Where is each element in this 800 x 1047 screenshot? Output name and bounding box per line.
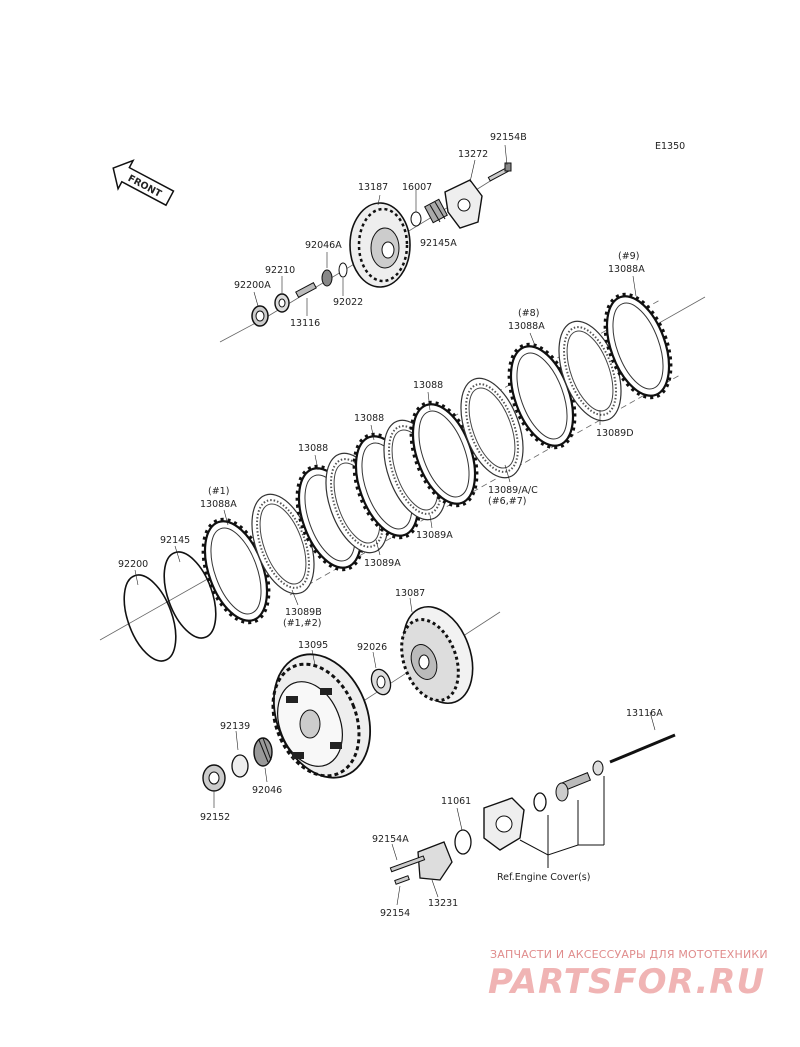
label-92152: 92152 xyxy=(200,812,230,823)
bearing-92139 xyxy=(231,754,249,778)
clutch-hub-13087 xyxy=(364,605,501,705)
label-92046: 92046 xyxy=(252,785,282,796)
label-13095: 13095 xyxy=(298,640,328,651)
washer-92022 xyxy=(338,262,348,278)
spring-92145A xyxy=(424,198,448,224)
label-92154B: 92154B xyxy=(490,132,527,143)
label-92200A: 92200A xyxy=(234,280,271,291)
bolt-92154 xyxy=(394,875,410,885)
bolt-92154A xyxy=(389,855,426,873)
pressure-plate-group xyxy=(219,162,512,343)
label-13231: 13231 xyxy=(428,898,458,909)
watermark-caption: ЗАПЧАСТИ И АКСЕССУАРЫ ДЛЯ МОТОТЕХНИКИ xyxy=(490,948,768,961)
label-92210: 92210 xyxy=(265,265,295,276)
label-tag-1: (#1) xyxy=(208,486,229,497)
clutch-housing-13095 xyxy=(271,653,372,779)
label-11061: 11061 xyxy=(441,796,471,807)
label-13088-c: 13088 xyxy=(413,380,443,391)
label-13088-a: 13088 xyxy=(298,443,328,454)
label-92154A: 92154A xyxy=(372,834,409,845)
lever-13231 xyxy=(417,841,453,881)
front-arrow-icon: FRONT xyxy=(112,159,175,207)
label-92022: 92022 xyxy=(333,297,363,308)
label-92026: 92026 xyxy=(357,642,387,653)
label-13116: 13116 xyxy=(290,318,320,329)
label-tag-67: (#6,#7) xyxy=(488,496,526,507)
label-13272: 13272 xyxy=(458,149,488,160)
label-13088A-9: 13088A xyxy=(608,264,645,275)
label-13089A-b: 13089A xyxy=(364,558,401,569)
needle-bearing-92046 xyxy=(253,737,273,767)
label-tag-9: (#9) xyxy=(618,251,639,262)
o-ring xyxy=(533,792,547,812)
label-92154: 92154 xyxy=(380,908,410,919)
label-92145A: 92145A xyxy=(420,238,457,249)
pushrod-13116 xyxy=(295,281,317,299)
oil-seal-13116A-side xyxy=(592,760,604,776)
label-13116A: 13116A xyxy=(626,708,663,719)
label-13088-b: 13088 xyxy=(354,413,384,424)
label-92139: 92139 xyxy=(220,721,250,732)
bearing-92046A xyxy=(321,269,333,287)
gasket-11061 xyxy=(454,829,472,855)
plate-stack xyxy=(99,283,706,662)
diagram-code: E1350 xyxy=(655,141,686,152)
sleeve-group xyxy=(202,737,273,792)
label-13088A-8: 13088A xyxy=(508,321,545,332)
label-tag-12: (#1,#2) xyxy=(283,618,321,629)
release-mechanism xyxy=(389,733,676,885)
watermark-logo: PARTSFOR.RU xyxy=(488,962,766,1002)
ring-16007 xyxy=(410,211,422,227)
label-92046A: 92046A xyxy=(305,240,342,251)
label-13089A-a: 13089A xyxy=(416,530,453,541)
pressure-plate-13187 xyxy=(349,202,411,288)
label-ref-engine-cover: Ref.Engine Cover(s) xyxy=(497,872,590,883)
label-92145: 92145 xyxy=(160,535,190,546)
label-tag-8: (#8) xyxy=(518,308,539,319)
label-13187: 13187 xyxy=(358,182,388,193)
label-13089AC: 13089/A/C xyxy=(488,485,538,496)
ring-92200 xyxy=(123,574,177,662)
part-labels: 92154B 13272 13187 16007 92145A 92046A 9… xyxy=(118,132,663,919)
label-13089B: 13089B xyxy=(285,607,322,618)
bolt-92154B xyxy=(487,162,512,182)
label-13089D: 13089D xyxy=(596,428,634,439)
leader-lines xyxy=(134,144,656,906)
label-16007: 16007 xyxy=(402,182,432,193)
label-13087: 13087 xyxy=(395,588,425,599)
label-13088A-1: 13088A xyxy=(200,499,237,510)
label-92200: 92200 xyxy=(118,559,148,570)
